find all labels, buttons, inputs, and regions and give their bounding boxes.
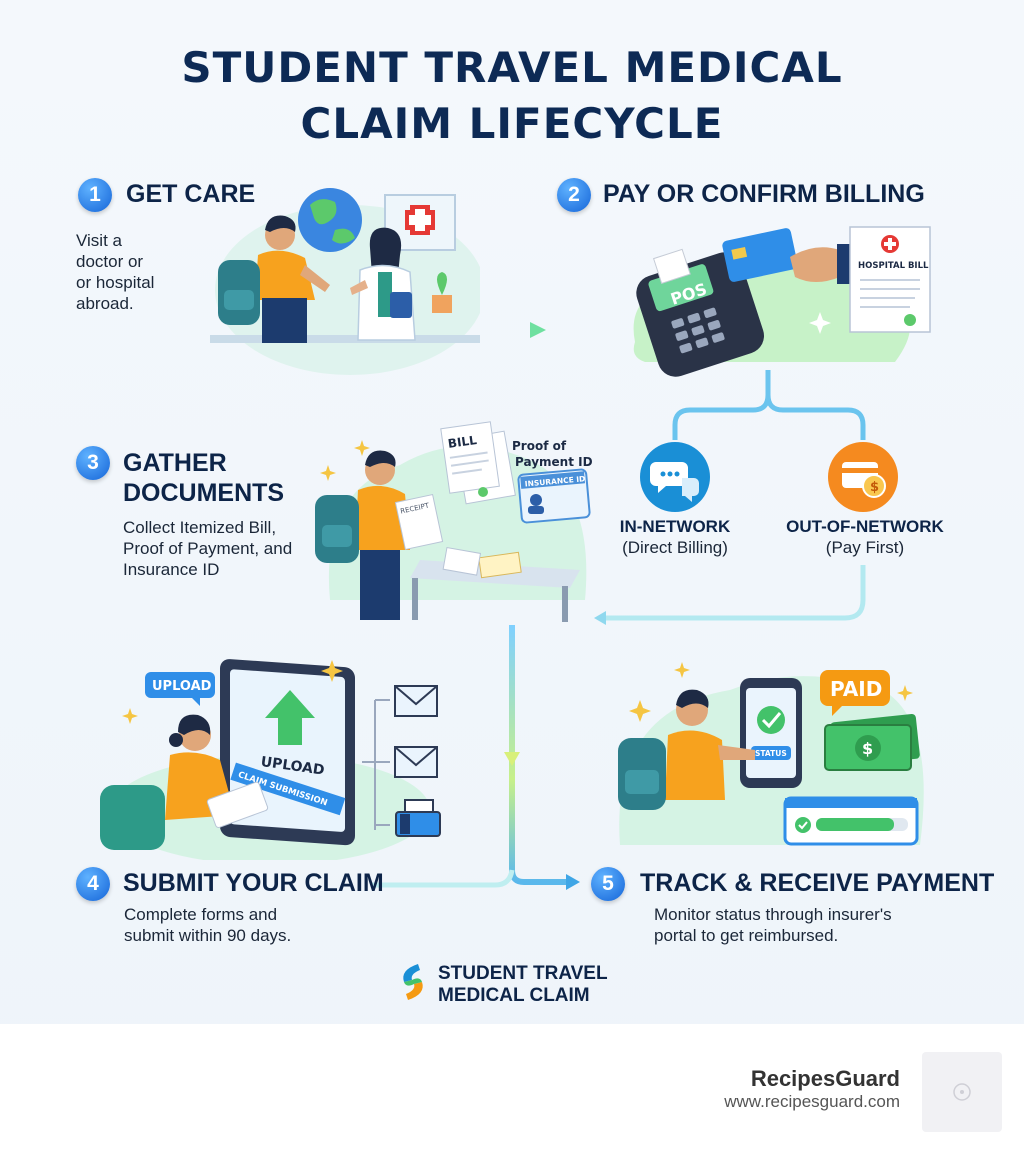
envelope-icon <box>394 685 438 717</box>
footer-url[interactable]: www.recipesguard.com <box>724 1092 900 1111</box>
pos-terminal-icon: POS <box>636 248 765 377</box>
footer-bar <box>0 1024 1024 1154</box>
smartphone-status-icon: STATUS <box>740 678 802 788</box>
page-title: STUDENT TRAVEL MEDICAL CLAIM LIFECYCLE <box>0 40 1024 152</box>
connector-split-right <box>765 394 866 440</box>
status-label: STATUS <box>755 749 787 758</box>
step-5-number: 5 <box>591 867 625 901</box>
footer-logo-icon <box>953 1083 971 1101</box>
upload-tag-label: UPLOAD <box>152 679 212 694</box>
svg-text:$: $ <box>870 480 879 495</box>
insurance-id-card-icon: INSURANCE ID <box>517 468 591 524</box>
student-figure <box>218 215 330 343</box>
connector-1-2-arrowhead <box>530 322 546 338</box>
proof-of-payment-label-2: Payment ID <box>515 455 593 469</box>
out-of-network-sub: (Pay First) <box>825 538 905 557</box>
in-network-sub: (Direct Billing) <box>622 538 728 557</box>
progress-window <box>783 796 919 846</box>
proof-of-payment-label-1: Proof of <box>512 439 567 453</box>
step-3-description: Collect Itemized Bill, Proof of Payment,… <box>123 518 293 579</box>
bill-document: BILL <box>440 421 516 505</box>
payment-card-icon: $ <box>828 442 898 512</box>
step-1-illustration-doctor-visit <box>210 188 480 375</box>
doctor-figure <box>350 227 416 341</box>
connector-mid-arrowhead <box>504 752 520 766</box>
step-1-title: GET CARE <box>126 180 256 208</box>
connector-return-arrowhead <box>594 611 606 625</box>
step-5-title: TRACK & RECEIVE PAYMENT <box>640 869 995 897</box>
title-line-1: STUDENT TRAVEL MEDICAL <box>181 43 843 92</box>
step-5-description: Monitor status through insurer's portal … <box>654 905 892 945</box>
step-1-description: Visit a doctor or or hospital abroad. <box>76 231 155 313</box>
paid-label: PAID <box>830 677 882 701</box>
step-4-illustration-upload: UPLOAD CLAIM SUBMISSION UPLOAD <box>100 659 441 860</box>
paid-badge <box>820 670 890 706</box>
hospital-bill-document: HOSPITAL BILL <box>849 226 931 333</box>
globe-icon <box>298 188 362 252</box>
step-4-description: Complete forms and submit within 90 days… <box>124 905 292 945</box>
bill-label: BILL <box>447 433 478 451</box>
student-figure <box>100 714 269 850</box>
logo-text: STUDENT TRAVEL MEDICAL CLAIM <box>438 963 608 1006</box>
step-4-number: 4 <box>76 867 110 901</box>
fax-printer-icon <box>395 799 441 837</box>
student-figure: RECEIPT <box>315 450 444 620</box>
in-network-label: IN-NETWORK <box>619 517 731 536</box>
out-of-network-label: OUT-OF-NETWORK <box>786 517 944 536</box>
cash-money-icon: $ <box>824 714 920 771</box>
step-2-title: PAY OR CONFIRM BILLING <box>603 180 925 208</box>
hospital-bill-label: HOSPITAL BILL <box>858 261 929 271</box>
chat-bubbles-icon <box>640 442 710 512</box>
step-5-illustration-payment-tracking: STATUS PAID $ <box>618 662 924 846</box>
flow-connectors <box>372 322 866 890</box>
logo-icon <box>403 964 423 1000</box>
step-2-illustration-payment: POS HOSPITAL BILL <box>633 226 931 377</box>
envelope-icon <box>394 746 438 778</box>
connector-4-main <box>372 869 515 888</box>
step-3-title: GATHER DOCUMENTS <box>123 449 285 507</box>
step-3-illustration-documents: BILL Proof of Payment ID INSURANCE ID RE… <box>315 421 593 622</box>
connector-main-vertical <box>509 625 570 885</box>
svg-text:$: $ <box>862 739 873 758</box>
step-4-title: SUBMIT YOUR CLAIM <box>123 869 384 897</box>
connector-4-5-arrowhead <box>566 874 580 890</box>
footer-brand: RecipesGuard <box>750 1066 900 1091</box>
student-figure <box>618 689 755 810</box>
footer-logo-card <box>922 1052 1002 1132</box>
step-2-number: 2 <box>557 178 591 212</box>
connector-out-network-return <box>600 565 866 621</box>
step-1-number: 1 <box>78 178 112 212</box>
step-3-number: 3 <box>76 446 110 480</box>
title-line-2: CLAIM LIFECYCLE <box>300 99 724 148</box>
upload-arrow-icon <box>265 690 315 745</box>
